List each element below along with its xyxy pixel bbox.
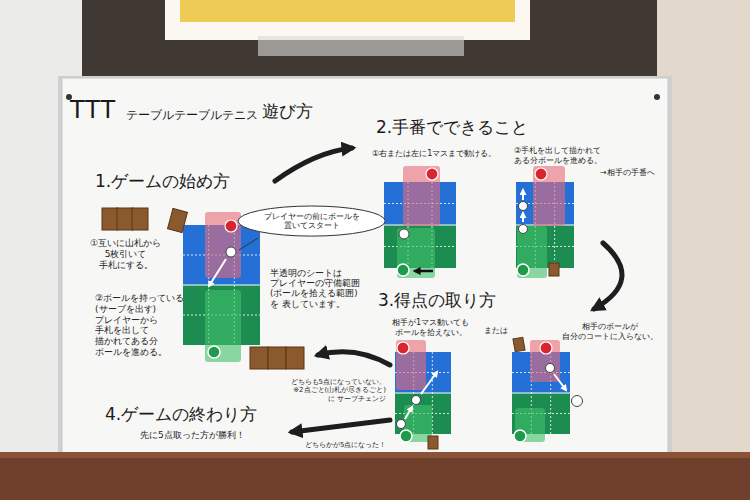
game-board [512, 340, 570, 442]
defense-sheet [517, 226, 547, 278]
wooden-ledge [0, 452, 750, 500]
player-green [397, 264, 409, 276]
card [168, 208, 188, 232]
flow-arrow [292, 420, 390, 432]
ball [399, 229, 409, 239]
rule-note: 先に5点取った方が勝利！ [140, 430, 245, 441]
defense-sheet [396, 340, 426, 390]
instruction-panel [62, 78, 668, 454]
defense-sheet [205, 212, 241, 278]
subtitle: テーブルテーブルテニス [126, 108, 258, 122]
ball [226, 247, 236, 257]
flow-arrow [318, 352, 390, 365]
ball [412, 396, 421, 405]
bubble-text: プレイヤーの前にボールを 置いてスタート [264, 212, 360, 230]
condition-note: 相手が1マス動いても ボールを拾えない。 [392, 318, 469, 337]
move-arrow [405, 407, 412, 419]
flower-border [180, 0, 515, 22]
bubble-shape [238, 206, 385, 236]
move-arrow [421, 372, 437, 394]
step-note: ①右または左に1マスまで動ける。 [372, 149, 496, 159]
wooden-edge [0, 452, 750, 458]
move-arrow [554, 374, 566, 390]
section-heading: 4.ゲームの終わり方 [105, 404, 257, 424]
game-board [384, 166, 456, 278]
step-note: ①互いに山札から 5枚引いて 手札にする。 [90, 238, 161, 270]
leader-line [239, 238, 258, 250]
display-stand [82, 0, 657, 84]
section-heading: 3.得点の取り方 [378, 290, 496, 310]
condition-note: 相手のボールが 自分のコートに入らない。 [562, 322, 658, 341]
flow-arrow [275, 148, 352, 181]
player-green [400, 430, 412, 442]
move-arrow [209, 259, 226, 286]
card [286, 347, 304, 369]
move-arrow [522, 213, 524, 222]
card-frame [165, 0, 530, 40]
card [513, 337, 525, 352]
card [428, 436, 438, 449]
card [117, 208, 133, 230]
card [102, 208, 118, 230]
player-red [535, 168, 547, 180]
flow-note: どちらも5点になっていない。 ※2点ごと(山札が尽きるごと)に サーブチェンジ [291, 378, 386, 403]
move-arrow [522, 190, 524, 200]
card [132, 208, 148, 230]
panel-shadow [58, 76, 672, 456]
flow-note: どちらかが5点になった！ [305, 441, 386, 449]
game-board [183, 212, 260, 362]
player-green [517, 264, 529, 276]
defense-sheet [205, 290, 241, 362]
speech-bubble: プレイヤーの前にボールを 置いてスタート [237, 205, 386, 237]
net-line [183, 284, 260, 285]
ball [546, 364, 555, 373]
card [250, 347, 268, 369]
flow-arrow [594, 243, 622, 309]
section-heading: 2.手番でできること [376, 117, 528, 137]
card [268, 347, 286, 369]
ball [519, 202, 528, 211]
panel-hole [654, 94, 660, 100]
net-line [512, 392, 570, 393]
ball [572, 396, 583, 407]
defense-sheet [403, 166, 440, 226]
player-red [397, 342, 409, 354]
note: 半透明のシートは プレイヤーの守備範囲 (ボールを拾える範囲)を 表しています。 [270, 268, 360, 309]
step-note: →相手の手番へ [600, 168, 655, 178]
move-arrow [415, 270, 433, 273]
player-red [426, 168, 438, 180]
game-board [516, 166, 574, 278]
defense-sheet [397, 228, 435, 278]
conjunction: または [484, 326, 508, 336]
player-red [540, 342, 552, 354]
step-note: ②手札を出して描かれて ある分ボールを進める。 [514, 146, 602, 165]
game-board [395, 340, 451, 442]
acrylic-holder [258, 36, 464, 56]
step-note: ②ボールを持っている (サーブを出す) プレイヤーから 手札を出して 描かれてあ… [95, 293, 184, 358]
section-heading: 1.ゲームの始め方 [95, 171, 230, 191]
defense-sheet [515, 408, 545, 442]
player-red [225, 220, 237, 232]
ball [519, 225, 528, 234]
subtitle: 遊び方 [262, 101, 313, 121]
page-title: TTT [70, 96, 116, 125]
defense-sheet [533, 166, 565, 226]
player-green [514, 430, 526, 442]
player-green [208, 346, 220, 358]
card [549, 263, 559, 276]
ball [397, 420, 406, 429]
